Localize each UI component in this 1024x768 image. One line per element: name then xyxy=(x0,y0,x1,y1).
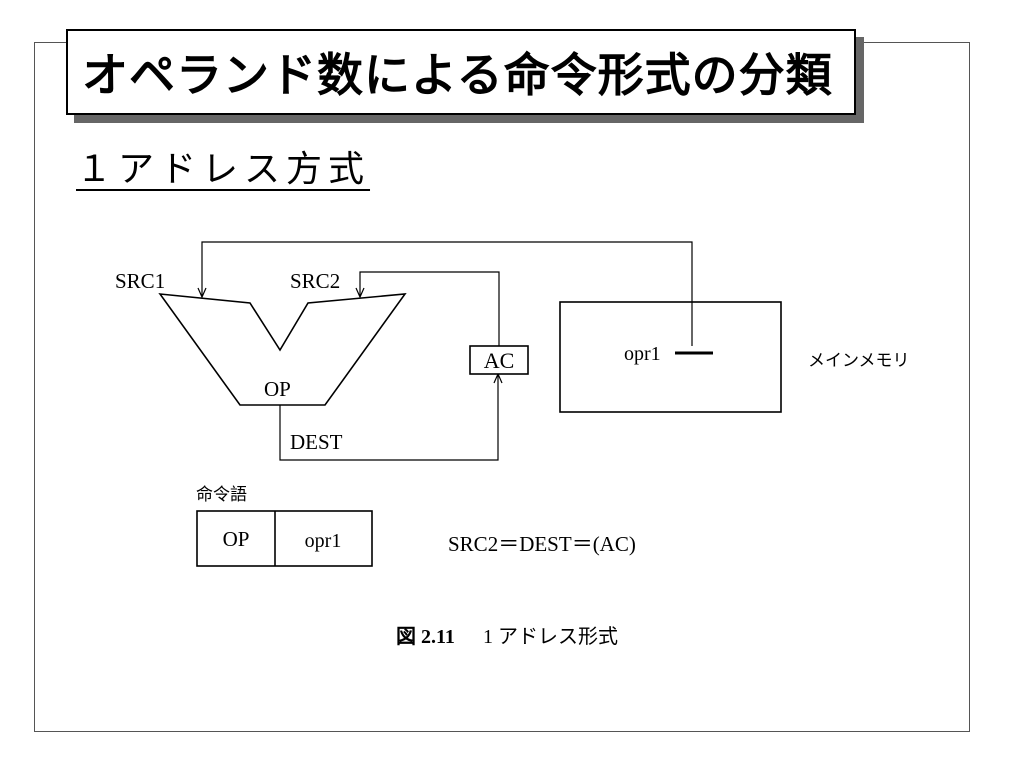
caption-text: 1 アドレス形式 xyxy=(483,625,618,648)
src2-arrowhead xyxy=(355,287,365,299)
src1-arrowhead xyxy=(197,287,207,299)
opr1-to-src1-line xyxy=(201,241,693,346)
field-opr1-label: opr1 xyxy=(305,530,342,552)
ac-to-src2-line xyxy=(359,271,500,346)
title-box: オペランド数による命令形式の分類 xyxy=(66,29,856,115)
dest-label: DEST xyxy=(290,430,343,454)
instruction-word-label: 命令語 xyxy=(196,485,247,505)
alu-shape xyxy=(158,293,407,406)
caption-number: 図 2.11 xyxy=(396,626,455,648)
slide-title: オペランド数による命令形式の分類 xyxy=(82,48,833,102)
field-op-label: OP xyxy=(223,527,250,551)
equation-text: SRC2＝DEST＝(AC) xyxy=(448,532,636,556)
slide-subtitle: １アドレス方式 xyxy=(76,149,371,190)
opr1-memory-label: opr1 xyxy=(624,343,661,365)
src2-label: SRC2 xyxy=(290,269,340,293)
main-memory-box xyxy=(559,301,782,413)
instruction-word-box xyxy=(196,510,373,567)
ac-register-box xyxy=(469,345,529,375)
main-memory-label: メインメモリ xyxy=(808,351,910,371)
dest-to-ac-line xyxy=(279,374,499,461)
op-label: OP xyxy=(264,377,291,401)
ac-label: AC xyxy=(484,348,515,373)
src1-label: SRC1 xyxy=(115,269,165,293)
